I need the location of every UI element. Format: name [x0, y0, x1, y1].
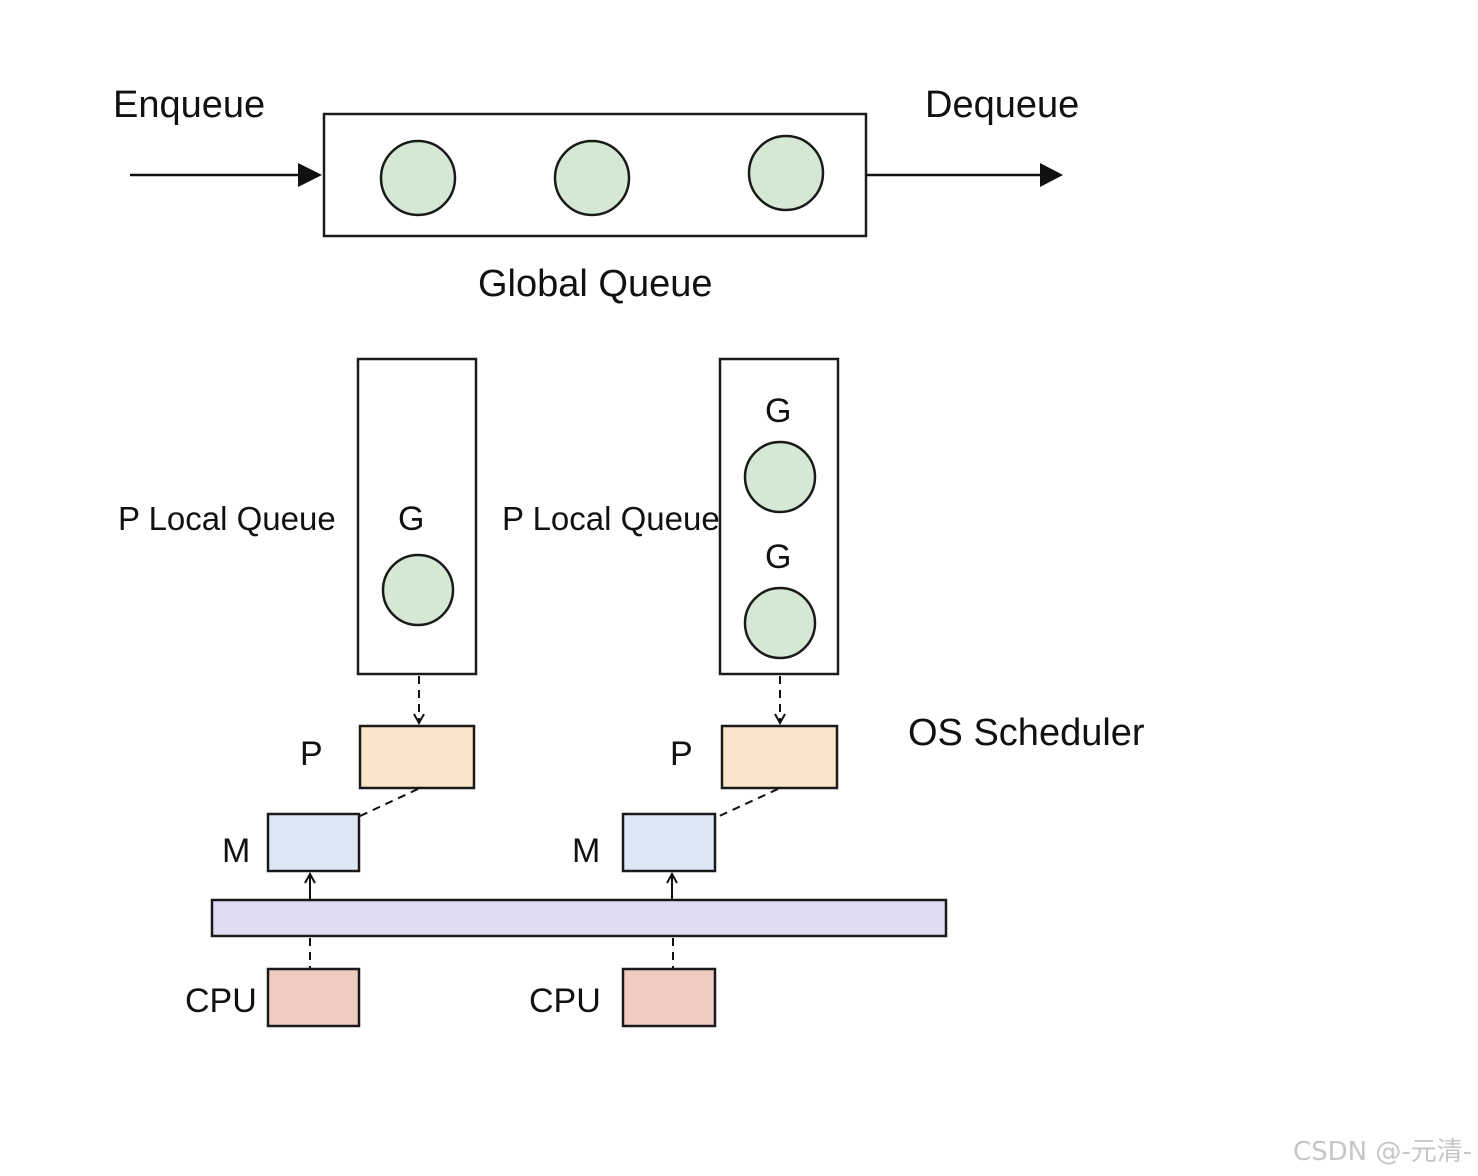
dequeue-label: Dequeue	[925, 84, 1079, 126]
p-box-1	[358, 724, 476, 790]
global-goroutine-1	[379, 139, 457, 217]
global-goroutine-3	[747, 134, 825, 212]
goroutine-label-1-1: G	[398, 500, 424, 538]
local-queue-label-2: P Local Queue	[502, 500, 720, 537]
local-goroutine-2-1	[743, 440, 817, 514]
dequeue-arrowhead	[1040, 163, 1063, 187]
goroutine-label-2-1: G	[765, 392, 791, 430]
m-label-2: M	[572, 832, 600, 870]
m-label-1: M	[222, 832, 250, 870]
p-box-2	[720, 724, 839, 790]
global-queue-title: Global Queue	[478, 263, 713, 305]
os-scheduler-bar	[210, 898, 948, 938]
p-label-1: P	[300, 735, 323, 773]
cpu-label-1: CPU	[185, 982, 257, 1020]
local-goroutine-2-2	[743, 586, 817, 660]
enqueue-arrowhead	[298, 163, 322, 187]
m-box-2	[621, 812, 717, 873]
cpu-box-2	[621, 967, 717, 1028]
local-queue-label-1: P Local Queue	[118, 500, 336, 537]
enqueue-label: Enqueue	[113, 84, 265, 126]
watermark-text: CSDN @-元清-	[1293, 1137, 1472, 1167]
p-to-m-link-1	[357, 788, 419, 818]
cpu-label-2: CPU	[529, 982, 601, 1020]
p-label-2: P	[670, 735, 693, 773]
local-goroutine-1-1	[381, 553, 455, 627]
cpu-box-1	[266, 967, 361, 1028]
m-box-1	[266, 812, 361, 873]
goroutine-label-2-2: G	[765, 538, 791, 576]
os-scheduler-label: OS Scheduler	[908, 712, 1145, 754]
global-goroutine-2	[553, 139, 631, 217]
p-to-m-link-2	[714, 788, 779, 819]
